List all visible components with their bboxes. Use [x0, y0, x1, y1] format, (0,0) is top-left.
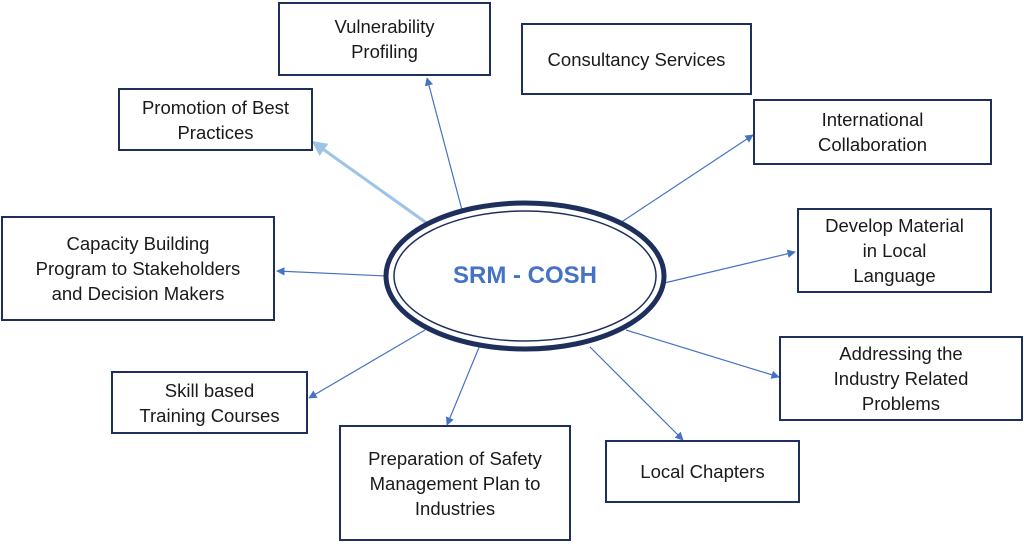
arrow-to-international	[619, 134, 754, 224]
arrow-to-promotion	[311, 140, 429, 226]
node-safety-management-plan: Preparation of Safety Management Plan to…	[339, 425, 571, 541]
node-local-chapters: Local Chapters	[605, 440, 800, 503]
node-vulnerability-profiling: Vulnerability Profiling	[278, 2, 491, 76]
node-skill-training-courses: Skill based Training Courses	[111, 371, 308, 434]
arrow-to-capacity	[276, 267, 387, 277]
center-label: SRM - COSH	[453, 262, 597, 289]
node-develop-material: Develop Material in Local Language	[797, 208, 992, 293]
arrow-to-vulnerability	[424, 77, 463, 211]
arrow-to-local-chapters	[589, 346, 684, 441]
arrow-to-preparation	[446, 344, 481, 426]
center-ellipse-outer	[383, 200, 667, 352]
node-capacity-building: Capacity Building Program to Stakeholder…	[1, 216, 275, 321]
arrow-to-develop-material	[659, 249, 796, 285]
node-promotion-best-practices: Promotion of Best Practices	[118, 88, 313, 151]
node-addressing-industry-problems: Addressing the Industry Related Problems	[779, 336, 1023, 421]
center-ellipse-inner	[393, 210, 657, 342]
arrow-to-skill	[308, 329, 426, 399]
arrow-to-addressing	[625, 329, 780, 379]
node-international-collaboration: International Collaboration	[753, 99, 992, 165]
node-consultancy-services: Consultancy Services	[521, 23, 752, 95]
